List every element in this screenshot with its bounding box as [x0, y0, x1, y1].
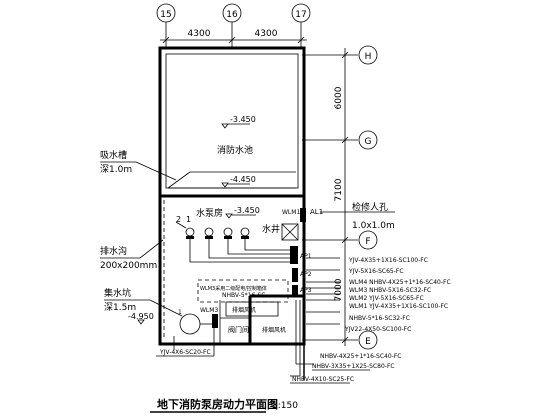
pump-room: 水泵房 -3.450 2 1 水井 — [175, 206, 299, 263]
axis-label: E — [365, 337, 371, 347]
suction-trench-note: 吸水槽 深1.0m — [100, 149, 177, 181]
pump-number: 1 — [178, 309, 182, 316]
cable-label: YJV22-4X50-SC100-FC — [344, 326, 411, 333]
outer-walls — [158, 46, 306, 346]
top-dimension: 4300 4300 — [160, 29, 307, 44]
fire-pool-label: 消防水池 — [217, 144, 253, 156]
axis-label: H — [365, 52, 372, 62]
drawing-title: 地下消防泵房动力平面图 1:150 — [150, 397, 298, 413]
axis-label: G — [365, 137, 372, 147]
drain-ditch-note: 排水沟 200x200mm — [100, 200, 165, 340]
title-text: 地下消防泵房动力平面图 — [157, 397, 278, 411]
axis-label: 16 — [226, 10, 238, 20]
dim-text: 7000 — [334, 278, 344, 301]
column-axis-16: 16 — [222, 3, 242, 48]
sump-pit: 集水坑 深1.5m -4.950 1 WLM3 — [104, 287, 218, 350]
scale-text: 1:150 — [272, 401, 298, 411]
column-axis-17: 17 — [291, 3, 311, 48]
cable-label: NHBV-3X35+1X25-SC80-FC — [312, 363, 395, 370]
row-axis-G: G — [302, 130, 378, 150]
row-axis-H: H — [302, 45, 378, 65]
cable-label: NHBV-4X10-SC25-FC — [292, 376, 354, 383]
cable-label: YJV-4X35+1X16-SC100-FC — [348, 257, 428, 264]
panel-label: WLM3 — [200, 307, 218, 314]
sump-pit-label: 集水坑 — [104, 287, 131, 299]
axis-label: F — [365, 237, 370, 247]
pump-1-icon — [185, 227, 195, 239]
cable-label: NHBV-5*16-SC32-FC — [349, 315, 410, 322]
manhole-label: 检修人孔 — [352, 201, 388, 213]
valve-room-label: 阀门间 — [228, 325, 249, 334]
elevation-label: -4.950 — [128, 312, 154, 321]
right-dimension: 6000 7100 7000 — [334, 48, 349, 346]
drain-size-label: 200x200mm — [100, 261, 157, 271]
exhaust-room-label: 排烟风机 — [262, 326, 286, 334]
pump-number: 1 — [186, 215, 191, 224]
equipment-zone: WLM3采用二级配电/控制箱体 排烟风机 阀门间 排烟风机 — [197, 279, 289, 344]
elevation-label: -3.450 — [230, 115, 256, 124]
drain-ditch-label: 排水沟 — [100, 245, 127, 257]
pump-3-icon — [223, 227, 233, 239]
exhaust-room-label: 排烟风机 — [232, 306, 256, 314]
elevation-label: -4.450 — [230, 175, 256, 184]
legend-note: WLM3采用二级配电/控制箱体 — [200, 285, 267, 292]
panel-label: AP3 — [300, 287, 312, 294]
cable-label: WLM1 YJV-4X35+1X16-SC100-FC — [349, 303, 448, 310]
panel-label: AP2 — [300, 271, 312, 278]
dim-text: 4300 — [255, 29, 278, 39]
column-axis-15: 15 — [156, 3, 176, 48]
axis-label: 15 — [160, 10, 171, 20]
cable-label: YJV-4X6-SC20-FC — [159, 349, 211, 356]
cable-label: NHBV-5*16-SC — [222, 292, 265, 299]
dim-text: 4300 — [188, 29, 211, 39]
cable-label: NHBV-4X25+1*16-SC40-FC — [320, 353, 402, 360]
pump-2-icon — [204, 227, 214, 239]
dim-text: 6000 — [334, 86, 344, 109]
row-axis-F: F — [302, 230, 378, 250]
row-axis-E: E — [302, 330, 378, 350]
cable-label: WLM2 YJV-5X16-SC65-FC — [349, 295, 424, 302]
suction-depth-label: 深1.0m — [100, 164, 132, 175]
cable-annotations: YJV-4X35+1X16-SC100-FC YJV-5X16-SC65-FC … — [159, 257, 451, 383]
panel-al1: WLM1 AL1 — [282, 208, 323, 222]
cable-label: WLM4 NHBV-4X25+1*16-SC40-FC — [349, 279, 451, 286]
risers — [290, 264, 314, 380]
panel-label: AL1 — [310, 208, 323, 216]
cable-label: YJV-5X16-SC65-FC — [348, 268, 404, 275]
sump-depth-label: 深1.5m — [104, 302, 136, 313]
pump-4-icon — [240, 227, 250, 239]
water-well-label: 水井 — [262, 223, 280, 235]
panel-label: WLM1 — [282, 209, 300, 216]
manhole-note: 检修人孔 1.0x1.0m — [320, 201, 395, 231]
axis-label: 17 — [295, 10, 306, 20]
pump-number: 2 — [176, 215, 181, 224]
pump-room-label: 水泵房 — [196, 207, 223, 219]
panel-label: AP1 — [300, 253, 312, 260]
fire-pool: 消防水池 -3.450 -4.450 — [165, 53, 299, 189]
bottom-cables — [156, 328, 370, 384]
cable-label: WLM3 NHBV-5X16-SC32-FC — [349, 287, 431, 294]
dim-text: 7100 — [334, 178, 344, 201]
manhole-size-label: 1.0x1.0m — [352, 221, 395, 231]
ap-panels: AP1 AP2 AP3 — [290, 246, 312, 295]
cable-leaders — [306, 257, 340, 325]
suction-trench-label: 吸水槽 — [100, 149, 127, 161]
elevation-label: -3.450 — [234, 206, 260, 215]
